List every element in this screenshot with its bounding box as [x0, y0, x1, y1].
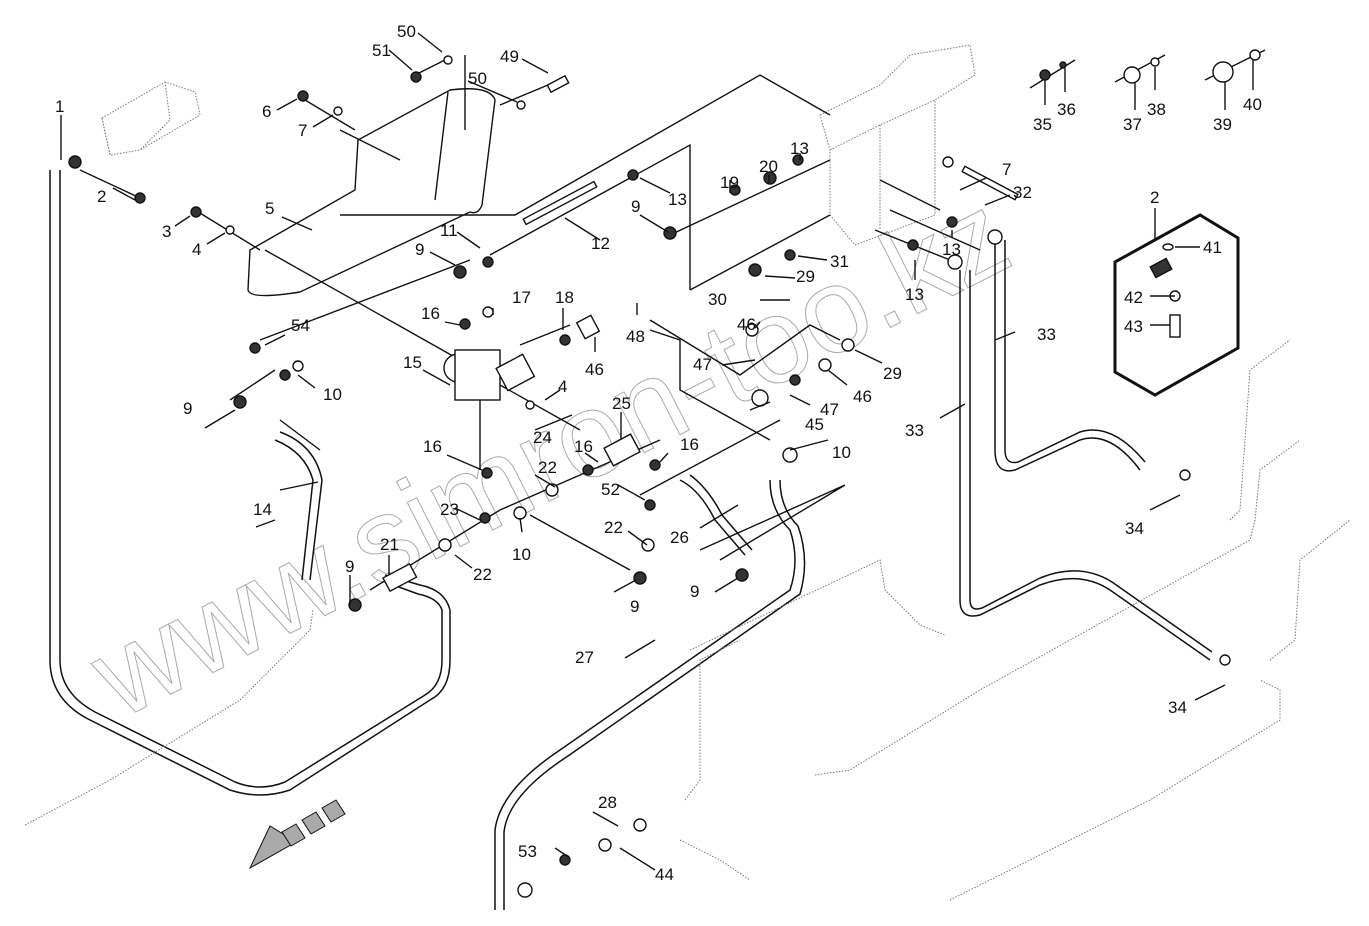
callout-5: 5 — [265, 199, 274, 218]
callout-51: 51 — [372, 41, 391, 60]
callout-34: 34 — [1125, 519, 1144, 538]
direction-arrow — [248, 799, 346, 870]
callout-10: 10 — [832, 443, 851, 462]
callout-20: 20 — [759, 157, 778, 176]
callout-14: 14 — [253, 500, 272, 519]
callout-13: 13 — [668, 190, 687, 209]
callout-25: 25 — [612, 394, 631, 413]
detail-inset — [1113, 213, 1240, 397]
hoses — [49, 170, 1213, 910]
callout-41: 41 — [1203, 238, 1222, 257]
watermark: www.simron-too.kz — [70, 166, 1030, 744]
callout-7: 7 — [1002, 160, 1011, 179]
callout-52: 52 — [601, 480, 620, 499]
callout-47: 47 — [693, 355, 712, 374]
callout-9: 9 — [183, 399, 192, 418]
callout-31: 31 — [830, 252, 849, 271]
callout-9: 9 — [630, 597, 639, 616]
callout-37: 37 — [1123, 115, 1142, 134]
callout-19: 19 — [720, 173, 739, 192]
callout-13: 13 — [790, 139, 809, 158]
pump-outline — [101, 81, 201, 156]
callout-4: 4 — [558, 377, 567, 396]
callout-47: 47 — [820, 400, 839, 419]
bracket-part-5 — [247, 88, 496, 297]
callout-50: 50 — [468, 69, 487, 88]
callout-15: 15 — [403, 353, 422, 372]
callout-29: 29 — [796, 267, 815, 286]
callout-48: 48 — [626, 327, 645, 346]
callout-9: 9 — [690, 582, 699, 601]
callout-46: 46 — [737, 315, 756, 334]
callout-6: 6 — [262, 102, 271, 121]
callout-46: 46 — [585, 360, 604, 379]
callout-9: 9 — [345, 557, 354, 576]
callout-9: 9 — [415, 240, 424, 259]
callout-10: 10 — [323, 385, 342, 404]
callout-24: 24 — [533, 428, 552, 447]
callout-42: 42 — [1124, 288, 1143, 307]
callout-3: 3 — [162, 222, 171, 241]
fittings — [68, 49, 1261, 898]
callout-29: 29 — [883, 364, 902, 383]
callout-4: 4 — [192, 240, 201, 259]
callout-35: 35 — [1033, 115, 1052, 134]
callout-2-detail: 2 — [1150, 188, 1159, 207]
callout-32: 32 — [1013, 183, 1032, 202]
callout-43: 43 — [1124, 317, 1143, 336]
callout-22: 22 — [473, 565, 492, 584]
callout-34: 34 — [1168, 698, 1187, 717]
callout-12: 12 — [591, 234, 610, 253]
callout-16: 16 — [574, 437, 593, 456]
callout-49: 49 — [500, 47, 519, 66]
callout-54: 54 — [291, 316, 310, 335]
callout-36: 36 — [1057, 100, 1076, 119]
callout-21: 21 — [380, 535, 399, 554]
callout-22: 22 — [538, 458, 557, 477]
callout-13: 13 — [942, 240, 961, 259]
callout-40: 40 — [1243, 95, 1262, 114]
callout-16: 16 — [680, 435, 699, 454]
callout-50: 50 — [397, 22, 416, 41]
callout-17: 17 — [512, 288, 531, 307]
callout-7: 7 — [298, 121, 307, 140]
callout-22: 22 — [604, 518, 623, 537]
callout-46: 46 — [853, 387, 872, 406]
callout-labels: 1 2 2 3 4 4 5 6 7 7 9 9 9 9 9 9 10 10 10… — [55, 22, 1262, 884]
callout-11: 11 — [440, 221, 458, 240]
callout-9: 9 — [631, 197, 640, 216]
callout-33: 33 — [1037, 325, 1056, 344]
callout-33: 33 — [905, 421, 924, 440]
callout-28: 28 — [598, 793, 617, 812]
callout-18: 18 — [555, 288, 574, 307]
callout-53: 53 — [518, 842, 537, 861]
callout-16: 16 — [423, 437, 442, 456]
callout-2: 2 — [97, 187, 106, 206]
callout-1: 1 — [55, 97, 64, 116]
control-valve-outline — [819, 44, 976, 246]
callout-45: 45 — [805, 415, 824, 434]
callout-16: 16 — [421, 304, 440, 323]
callout-10: 10 — [512, 545, 531, 564]
callout-30: 30 — [708, 290, 727, 309]
callout-38: 38 — [1147, 100, 1166, 119]
callout-leaders — [60, 32, 1254, 871]
callout-27: 27 — [575, 648, 594, 667]
steel-lines — [24, 339, 1351, 901]
callout-26: 26 — [670, 528, 689, 547]
watermark-text: www.simron-too.kz — [70, 167, 1029, 744]
callout-13: 13 — [905, 285, 924, 304]
callout-39: 39 — [1213, 115, 1232, 134]
callout-44: 44 — [655, 865, 674, 884]
callout-23: 23 — [440, 500, 459, 519]
